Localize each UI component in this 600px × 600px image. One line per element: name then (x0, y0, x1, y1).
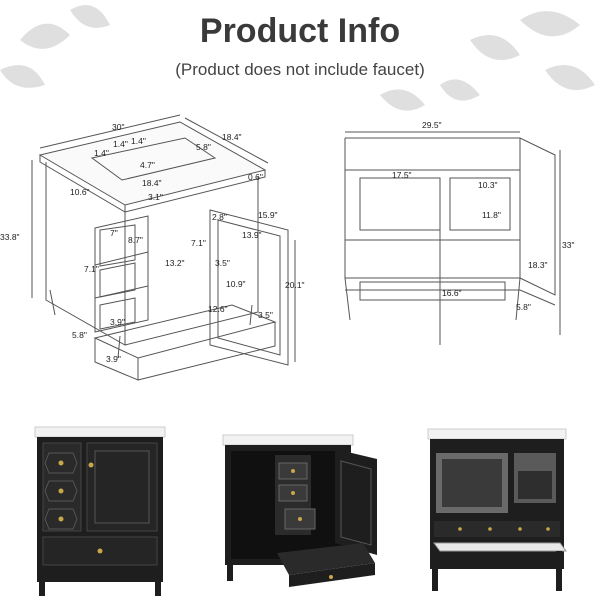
dim-hole-left: 1.4" (94, 148, 109, 158)
dim-hole-depth: 4.7" (140, 160, 155, 170)
dim-bottom-drawer: 3.9" (106, 354, 121, 364)
dim-top-thickness: 0.6" (248, 172, 263, 182)
photo-back (427, 428, 567, 591)
dim-door-width: 15.9" (258, 210, 278, 220)
dim-back-width: 29.5" (422, 120, 442, 130)
dim-hole-right: 1.4" (131, 136, 146, 146)
dim-drawer-w2: 8.7" (128, 235, 143, 245)
dim-back-leg: 5.8" (516, 302, 531, 312)
dim-door-height: 20.1" (285, 280, 305, 290)
dim-basin-left: 10.6" (70, 187, 90, 197)
dim-height: 33.8" (0, 232, 20, 242)
page-title: Product Info (199, 12, 401, 50)
dim-basin-width: 18.4" (142, 178, 162, 188)
dim-faucet-offset: 5.8" (196, 142, 211, 152)
dim-width: 30" (112, 122, 124, 132)
dim-drawer-front: 3.9" (110, 317, 125, 327)
dim-side-depth: 18.3" (528, 260, 548, 270)
dim-drawer-w: 7" (110, 228, 118, 238)
dim-cab-depth: 13.2" (165, 258, 185, 268)
front-dimensions: 30" 18.4" 1.4" 1.4" 1.4" 5.8" 4.7" 18.4"… (0, 122, 305, 364)
dimension-diagrams: 30" 18.4" 1.4" 1.4" 1.4" 5.8" 4.7" 18.4"… (0, 114, 574, 381)
dim-depth: 18.4" (222, 132, 242, 142)
dim-shelf-gap: 3.5" (215, 258, 230, 268)
photo-front-open (222, 434, 377, 587)
product-photos (0, 425, 600, 600)
dim-hole-mid: 1.4" (113, 139, 128, 149)
dim-leg-h: 5.8" (72, 330, 87, 340)
dim-back-height: 33" (562, 240, 574, 250)
dim-door-depth: 10.9" (226, 279, 246, 289)
front-diagram (31, 114, 296, 381)
photo-front-closed (34, 426, 166, 596)
back-dimensions: 29.5" 17.5" 10.3" 11.8" 33" 18.3" 16.6" … (392, 120, 574, 312)
dim-inner-right: 10.3" (478, 180, 498, 190)
dim-door-inner-h: 7.1" (191, 238, 206, 248)
dim-small: 2.8" (212, 212, 227, 222)
dim-bottom-depth: 12.6" (208, 304, 228, 314)
dim-inner-right-h: 11.8" (482, 210, 501, 220)
dim-basin-front: 3.1" (148, 192, 163, 202)
page-subtitle: (Product does not include faucet) (175, 60, 425, 79)
back-diagram (344, 131, 561, 345)
dim-door-inner-w: 13.9" (242, 230, 262, 240)
dim-bottom-width: 16.6" (442, 288, 462, 298)
dim-inner-left: 17.5" (392, 170, 412, 180)
dim-drawer-h: 7.1" (84, 264, 99, 274)
dim-bottom-h: 3.5" (258, 310, 273, 320)
